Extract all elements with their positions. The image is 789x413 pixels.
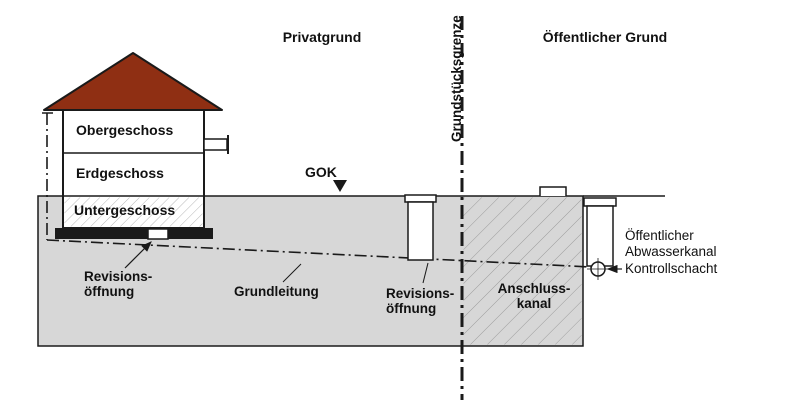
gok-marker	[333, 180, 347, 192]
base-pipe-line	[46, 239, 592, 268]
gok-label: GOK	[305, 164, 337, 180]
zone-label-private: Privatgrund	[282, 29, 362, 45]
vent-pipe	[203, 138, 228, 151]
control-shaft-cap	[583, 197, 617, 207]
leader-revision-opening-1	[124, 241, 152, 269]
control-shaft-label: Kontrollschacht	[625, 261, 718, 276]
public-sewer-label: Öffentlicher Abwasserkanal	[625, 228, 717, 259]
house-roof	[43, 52, 223, 111]
floor-label-basement: Untergeschoss	[74, 202, 176, 218]
revision-opening-box	[147, 228, 169, 240]
base-pipe-label: Grundleitung	[234, 284, 319, 299]
revision-shaft	[407, 201, 434, 261]
leader-revision-opening-2	[422, 262, 429, 284]
revision-opening-label-2: Revisions- öffnung	[386, 286, 455, 316]
connection-channel-label: Anschluss- kanal	[497, 281, 571, 311]
revision-opening-label-1: Revisions- öffnung	[84, 269, 153, 299]
floor-label-upper: Obergeschoss	[76, 122, 174, 138]
basement-hatch	[64, 197, 203, 227]
connection-channel-hatch	[463, 197, 582, 345]
revision-shaft-cap	[404, 194, 437, 203]
zone-label-public: Öffentlicher Grund	[542, 29, 668, 45]
boundary-label: Grundstücksgrenze	[449, 15, 464, 142]
control-shaft	[586, 205, 614, 267]
floor-label-ground: Erdgeschoss	[76, 165, 164, 181]
surface-step	[539, 186, 567, 196]
foundation-slab	[55, 228, 213, 239]
leader-base-pipe	[282, 263, 302, 283]
